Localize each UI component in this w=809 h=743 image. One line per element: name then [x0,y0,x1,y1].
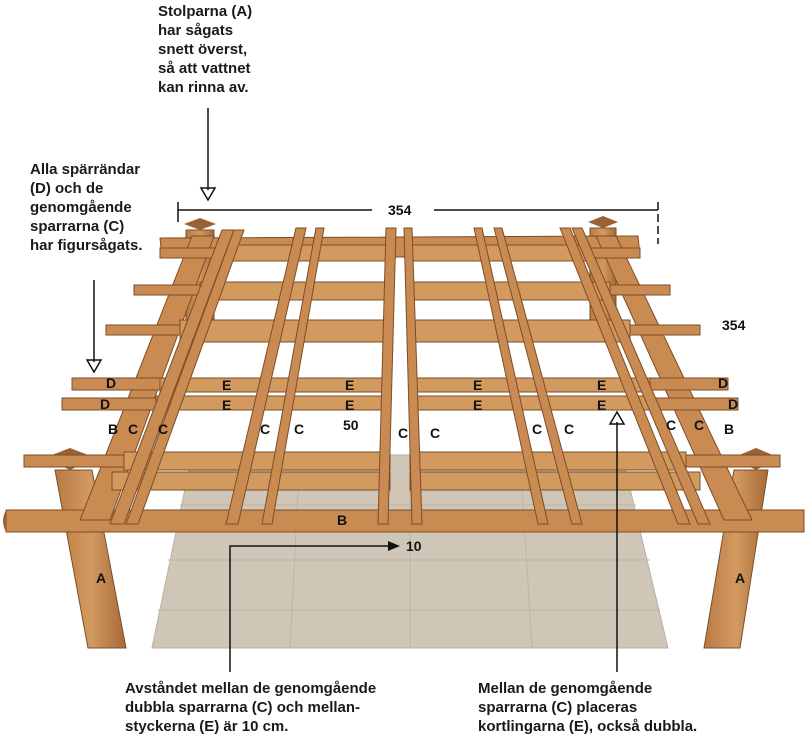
dimension-depth-label: 354 [722,317,746,333]
callout-arrow-right [608,410,626,672]
gap-dimension-line [229,541,400,672]
callout-arrow-top [199,108,217,202]
post-top-back-left [184,218,216,230]
dimension-spacing-label: 50 [343,417,359,433]
note-posts: Stolparna (A) har sågats snett överst, s… [158,3,253,96]
note-rafter-ends: Alla spärrändar (D) och de genomgående s… [30,161,143,254]
front-beam-end-left [3,510,6,532]
label-c-6: C [430,425,440,441]
label-e-3: E [345,377,354,393]
label-c-4: C [294,421,304,437]
floor-grid [158,454,660,649]
note-short-blocks: Mellan de genomgående sparrarna (C) plac… [478,680,698,735]
dimension-width [177,202,659,244]
label-e-6: E [473,397,482,413]
label-c-3: C [260,421,270,437]
label-c-8: C [564,421,574,437]
short-blocks-e [111,244,701,491]
rafters-c [109,227,711,525]
note-spacing: Avståndet mellan de genomgående dubbla s… [125,680,377,735]
label-d-left-2: D [100,396,110,412]
label-b-front: B [337,512,347,528]
label-e-7: E [597,377,606,393]
callout-arrow-left [85,280,103,374]
label-e-1: E [222,377,231,393]
label-c-5: C [398,425,408,441]
label-e-5: E [473,377,482,393]
label-d-left-1: D [106,375,116,391]
dimension-width-label: 354 [388,202,412,218]
label-c-10: C [694,417,704,433]
label-c-1: C [128,421,138,437]
label-e-4: E [345,397,354,413]
label-b-right: B [724,421,734,437]
label-d-right-1: D [718,375,728,391]
label-b-left: B [108,421,118,437]
label-c-2: C [158,421,168,437]
gap-dimension-label: 10 [406,538,422,554]
post-top-back-right [588,216,618,228]
label-c-7: C [532,421,542,437]
label-c-9: C [666,417,676,433]
label-d-right-2: D [728,396,738,412]
label-e-2: E [222,397,231,413]
label-a-right: A [735,570,745,586]
part-labels: D D D D B B B C C C C C C C C C C E E E … [96,375,745,586]
label-a-left: A [96,570,106,586]
label-e-8: E [597,397,606,413]
